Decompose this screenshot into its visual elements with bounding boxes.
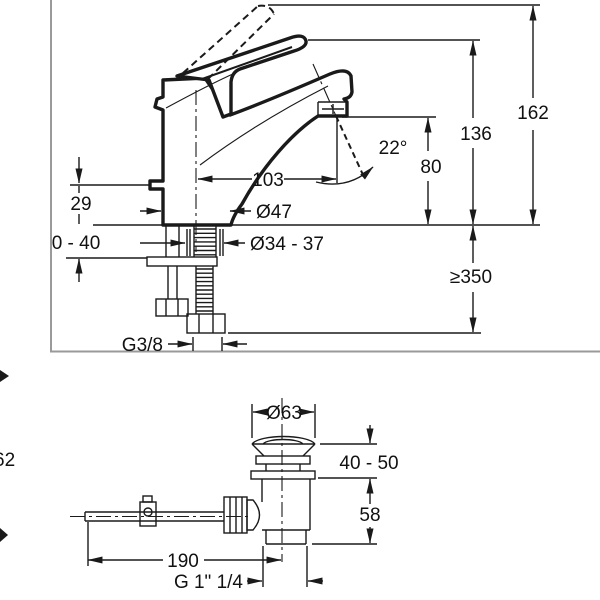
waste-axes xyxy=(70,398,283,562)
clipped-label-62: 62 xyxy=(0,450,15,471)
body-highlight-lines xyxy=(165,72,329,166)
dim-label-side-lug-height: 29 xyxy=(70,194,91,215)
waste-dimensions: Ø63 40 - 50 58 190 G 1" 1/4 xyxy=(87,403,399,593)
waste-body xyxy=(261,479,311,531)
dim-label-rod-length: 190 xyxy=(167,551,199,572)
handle-inner-line xyxy=(201,46,293,80)
dim-label-spout-angle: 22° xyxy=(379,138,408,159)
handle-raised-dashed xyxy=(182,4,275,80)
waste-view: Ø63 40 - 50 58 190 G 1" 1/4 62 xyxy=(0,370,399,593)
dim-label-base-diameter: Ø47 xyxy=(256,202,292,223)
mixer-dimensions: 162 136 80 ≥350 103 22° Ø47 Ø34 - 37 29 xyxy=(52,5,549,356)
dim-label-basin-thickness: 40 - 50 xyxy=(339,453,398,474)
dim-label-hole-diameter: Ø34 - 37 xyxy=(250,234,324,255)
mixer-view: 162 136 80 ≥350 103 22° Ø47 Ø34 - 37 29 xyxy=(50,0,600,356)
dim-label-spout-reach: 103 xyxy=(252,170,284,191)
clipped-edge-artifacts: 62 xyxy=(0,370,15,542)
aerator xyxy=(317,101,347,116)
dim-label-outlet-thread: G 1" 1/4 xyxy=(174,572,243,593)
dim-label-spout-height: 80 xyxy=(420,157,441,178)
dim-label-inlet-thread: G3/8 xyxy=(122,335,163,356)
dim-label-handle-height: 136 xyxy=(460,124,492,145)
waste-cap xyxy=(251,435,316,457)
drawing-frame xyxy=(50,0,600,353)
waste-inlet-boss xyxy=(246,499,261,531)
dim-label-hose-clearance: ≥350 xyxy=(450,267,492,288)
outlet-axis xyxy=(312,63,337,117)
pop-up-rod xyxy=(84,511,224,522)
dim-label-lower-height: 58 xyxy=(359,505,380,526)
extension-lines xyxy=(66,4,540,334)
waste-tailpiece xyxy=(265,530,307,545)
dim-label-cap-diameter: Ø63 xyxy=(266,403,302,424)
faucet-body-outline xyxy=(148,69,354,227)
dim-label-overall-height: 162 xyxy=(517,103,549,124)
outlet-angle-dashed xyxy=(335,115,365,178)
faucet-handle xyxy=(175,34,308,119)
dim-label-deck-thickness: 0 - 40 xyxy=(52,233,101,254)
under-deck-hardware xyxy=(146,225,226,334)
